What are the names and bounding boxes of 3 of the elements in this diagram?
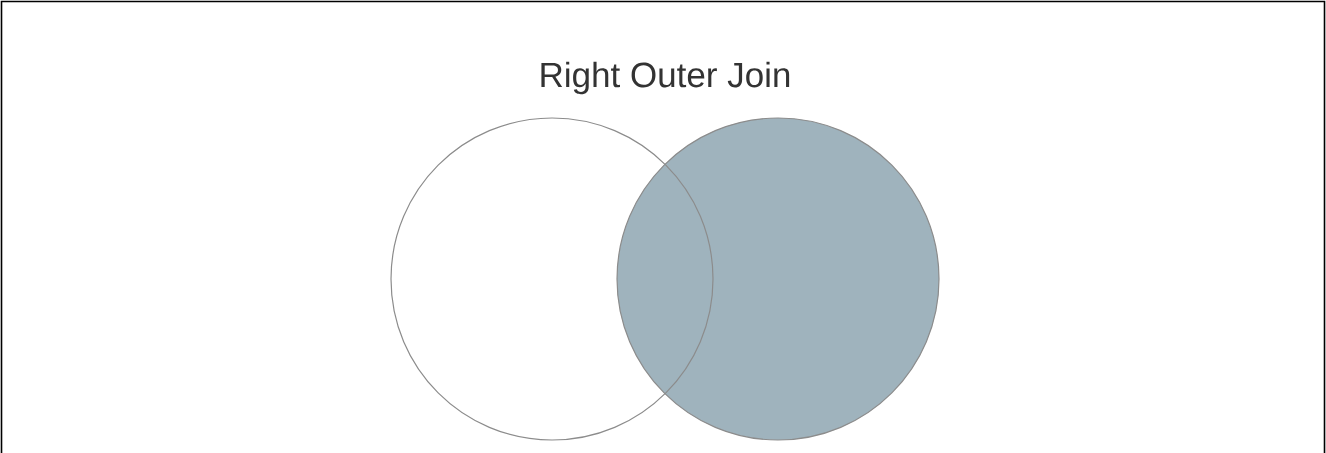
venn-circle <box>390 117 714 441</box>
title: Right Outer Join <box>541 61 790 95</box>
venn-circle <box>616 117 940 441</box>
